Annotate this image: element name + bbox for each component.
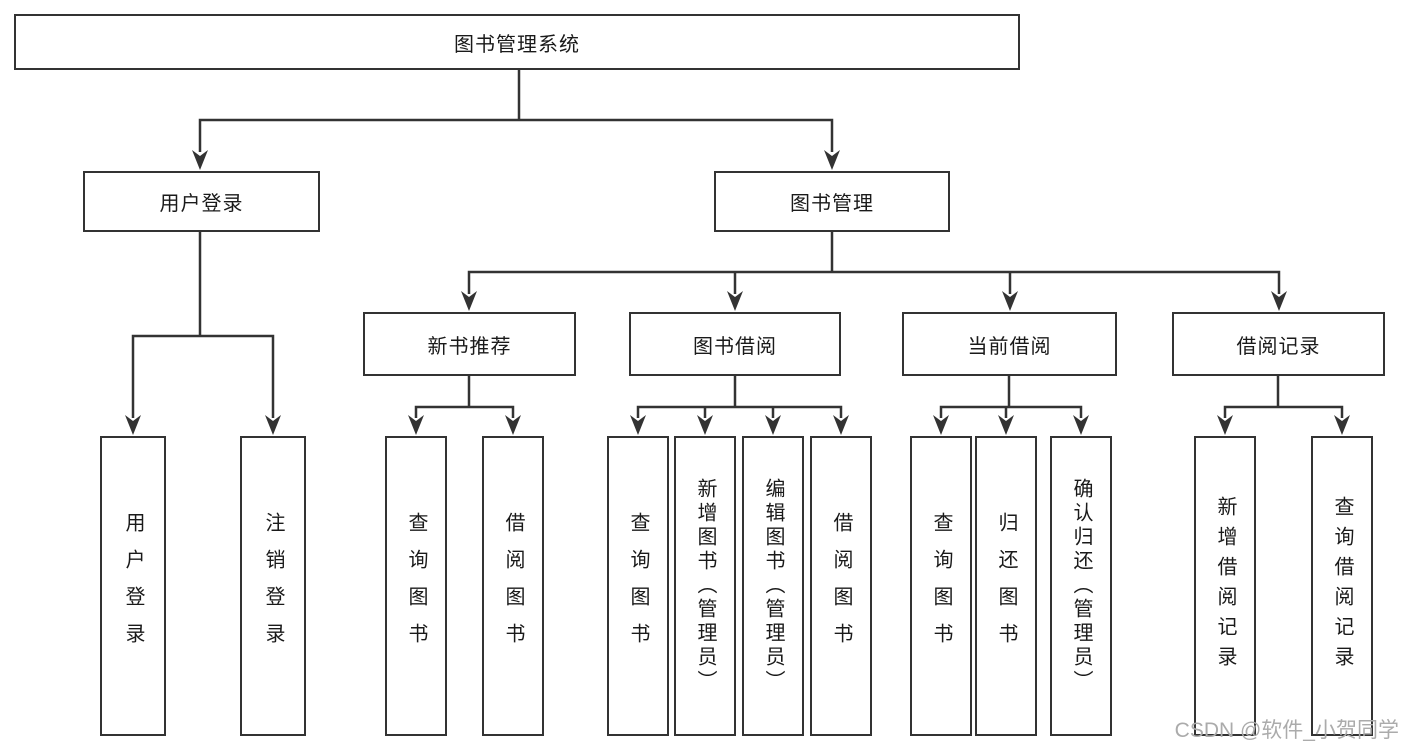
leaf-confirm-return-admin: 确认归还（管理员） xyxy=(1050,436,1112,736)
node-label: 新书推荐 xyxy=(427,335,512,358)
csdn-watermark: CSDN @软件_小贺同学 xyxy=(1174,719,1399,742)
node-new-book-recommendation: 新书推荐 xyxy=(363,312,576,376)
node-label: 借阅图书 xyxy=(502,512,524,660)
node-label: 用户登录 xyxy=(159,193,244,215)
node-label: 查询借阅记录 xyxy=(1331,496,1353,676)
leaf-add-book-admin: 新增图书（管理员） xyxy=(674,436,736,736)
leaf-edit-book-admin: 编辑图书（管理员） xyxy=(742,436,804,736)
node-current-borrowing: 当前借阅 xyxy=(902,312,1117,376)
leaf-logout: 注销登录 xyxy=(240,436,306,736)
node-library-management-system: 图书管理系统 xyxy=(14,14,1020,70)
leaf-query-books-borrow: 查询图书 xyxy=(607,436,669,736)
node-label: 注销登录 xyxy=(262,512,284,660)
node-label: 归还图书 xyxy=(995,512,1017,660)
leaf-query-borrow-record: 查询借阅记录 xyxy=(1311,436,1373,736)
node-label: 借阅记录 xyxy=(1236,335,1321,358)
node-label: 当前借阅 xyxy=(967,335,1052,358)
node-label: 查询图书 xyxy=(627,512,649,660)
leaf-query-books-current: 查询图书 xyxy=(910,436,972,736)
node-book-management: 图书管理 xyxy=(714,171,950,232)
node-user-login: 用户登录 xyxy=(83,171,320,232)
node-label: 借阅图书 xyxy=(830,512,852,660)
node-label: 确认归还（管理员） xyxy=(1070,478,1092,694)
leaf-user-login: 用户登录 xyxy=(100,436,166,736)
leaf-borrow-books: 借阅图书 xyxy=(810,436,872,736)
leaf-add-borrow-record: 新增借阅记录 xyxy=(1194,436,1256,736)
node-label: 图书借阅 xyxy=(693,335,777,358)
node-label: 新增借阅记录 xyxy=(1214,496,1236,676)
node-label: 图书管理 xyxy=(790,193,874,215)
node-label: 查询图书 xyxy=(405,512,427,660)
arrowheads xyxy=(125,150,1350,435)
leaf-return-book: 归还图书 xyxy=(975,436,1037,736)
node-book-borrowing: 图书借阅 xyxy=(629,312,841,376)
node-label: 图书管理系统 xyxy=(454,33,580,56)
leaf-borrow-books-recommend: 借阅图书 xyxy=(482,436,544,736)
leaf-query-books-recommend: 查询图书 xyxy=(385,436,447,736)
node-label: 查询图书 xyxy=(930,512,952,660)
node-label: 新增图书（管理员） xyxy=(694,478,716,694)
node-borrowing-records: 借阅记录 xyxy=(1172,312,1385,376)
node-label: 用户登录 xyxy=(122,512,144,660)
node-label: 编辑图书（管理员） xyxy=(762,478,784,694)
